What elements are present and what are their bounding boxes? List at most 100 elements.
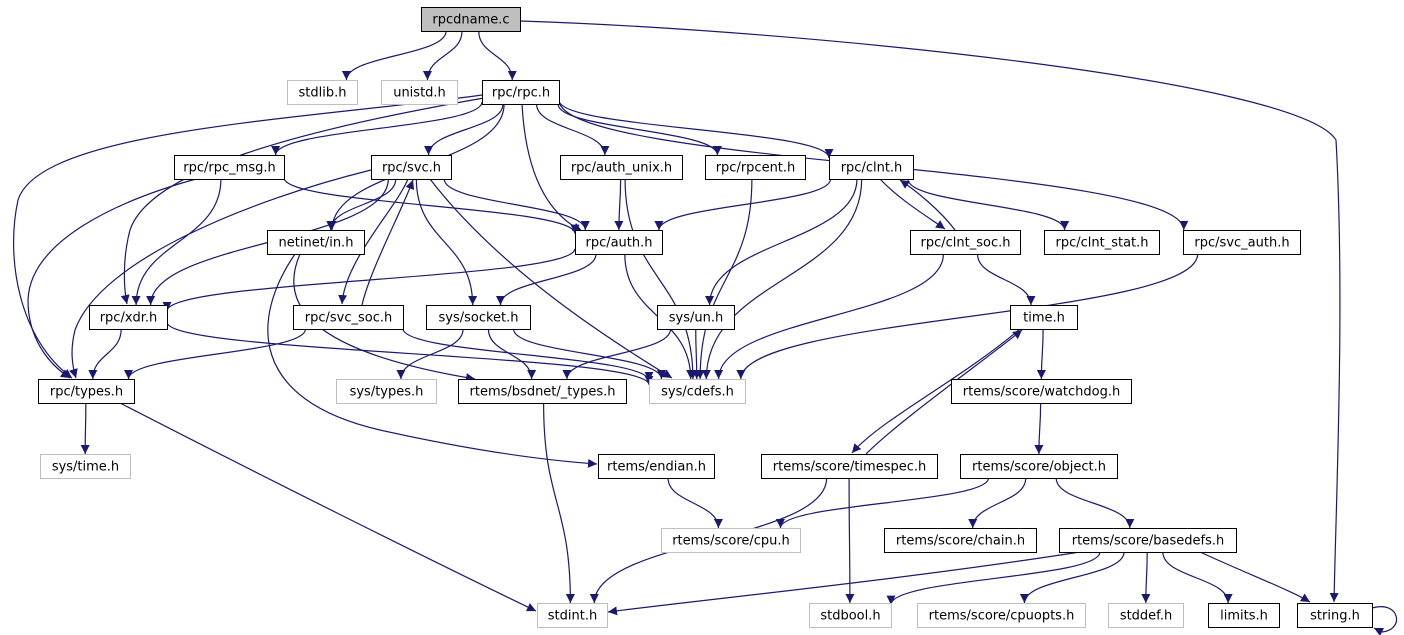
node-rpc-auth-h[interactable]: rpc/auth.h bbox=[575, 230, 663, 255]
edge bbox=[283, 177, 580, 234]
node-label: stdbool.h bbox=[820, 609, 880, 624]
node-label: rtems/bsdnet/_types.h bbox=[470, 385, 616, 400]
node-string-h[interactable]: string.h bbox=[1297, 603, 1373, 628]
node-sys-types-h: sys/types.h bbox=[336, 379, 437, 404]
edge bbox=[519, 20, 1341, 603]
edge-sys-socket-h-to-sys-types-h bbox=[396, 328, 464, 380]
node-rpc-auth-unix-h[interactable]: rpc/auth_unix.h bbox=[560, 155, 683, 180]
node-label: rtems/endian.h bbox=[607, 460, 706, 475]
edge bbox=[166, 321, 654, 385]
edge-rpc-clnt-soc-h-to-rpc-clnt-h bbox=[899, 179, 956, 231]
edge-rtems-endian-h-to-rtems-score-cpu-h bbox=[667, 477, 723, 529]
edge-rpc-clnt-h-to-sys-cdefs-h bbox=[701, 178, 863, 380]
node-rtems-endian-h[interactable]: rtems/endian.h bbox=[598, 454, 715, 479]
edge-rtems-score-basedefs-h-to-stddef-h bbox=[1141, 551, 1151, 604]
edge-sys-un-h-to-rtems-bsdnet-types-h bbox=[562, 328, 672, 380]
node-rpc-rpcent-h[interactable]: rpc/rpcent.h bbox=[705, 155, 806, 180]
edge bbox=[131, 178, 222, 306]
edge bbox=[271, 101, 483, 156]
node-box bbox=[1010, 305, 1078, 330]
node-rtems-score-cpuopts-h: rtems/score/cpuopts.h bbox=[917, 603, 1086, 628]
edge bbox=[1055, 477, 1135, 529]
node-box bbox=[960, 454, 1118, 479]
edge bbox=[1371, 606, 1398, 635]
edge-rtems-score-timespec-h-to-time-h bbox=[865, 329, 1023, 455]
node-box bbox=[1183, 230, 1301, 255]
edge bbox=[341, 30, 447, 81]
node-label: rpc/rpc.h bbox=[492, 86, 550, 101]
node-rpc-svc-auth-h[interactable]: rpc/svc_auth.h bbox=[1183, 230, 1301, 255]
edge bbox=[701, 178, 863, 380]
edge-rpc-xdr-h-to-rpc-types-h bbox=[88, 328, 122, 380]
node-label: rtems/score/cpu.h bbox=[672, 534, 790, 549]
node-rpc-svc-h[interactable]: rpc/svc.h bbox=[371, 155, 452, 180]
node-rtems-score-timespec-h[interactable]: rtems/score/timespec.h bbox=[761, 454, 938, 479]
edge bbox=[535, 103, 610, 156]
node-box bbox=[537, 603, 608, 628]
node-rpc-clnt-h[interactable]: rpc/clnt.h bbox=[829, 155, 914, 180]
node-rpc-clnt-stat-h[interactable]: rpc/clnt_stat.h bbox=[1044, 230, 1160, 255]
edge-rtems-score-object-h-to-rtems-score-cpu-h bbox=[776, 477, 990, 529]
node-rpc-types-h[interactable]: rpc/types.h bbox=[38, 379, 135, 404]
node-time-h[interactable]: time.h bbox=[1010, 305, 1078, 330]
node-stdbool-h: stdbool.h bbox=[809, 603, 892, 628]
edge-rpcdname-c-to-string-h bbox=[519, 20, 1341, 603]
node-label: rtems/score/chain.h bbox=[896, 534, 1025, 549]
node-box bbox=[1044, 230, 1160, 255]
node-sys-socket-h[interactable]: sys/socket.h bbox=[426, 305, 531, 330]
node-rpc-clnt-soc-h[interactable]: rpc/clnt_soc.h bbox=[910, 230, 1021, 255]
node-rtems-score-basedefs-h[interactable]: rtems/score/basedefs.h bbox=[1059, 528, 1237, 553]
edge bbox=[496, 253, 597, 306]
edge-rpc-rpcent-h-to-sys-cdefs-h bbox=[695, 178, 753, 380]
node-label: unistd.h bbox=[393, 86, 446, 101]
node-rtems-score-object-h[interactable]: rtems/score/object.h bbox=[960, 454, 1118, 479]
node-label: rpc/rpcent.h bbox=[716, 161, 796, 176]
node-rtems-score-chain-h[interactable]: rtems/score/chain.h bbox=[884, 528, 1037, 553]
node-label: rpc/rpc_msg.h bbox=[183, 161, 275, 176]
node-label: string.h bbox=[1310, 609, 1360, 624]
edge bbox=[512, 328, 666, 380]
edge-rpc-clnt-soc-h-to-sys-cdefs-h bbox=[714, 253, 945, 380]
node-box bbox=[174, 155, 285, 180]
edge-rtems-score-basedefs-h-to-stdbool-h bbox=[886, 551, 1101, 605]
node-box bbox=[560, 155, 683, 180]
edge-rpc-svc-h-to-netinet-in-h bbox=[326, 178, 397, 231]
edge bbox=[326, 178, 397, 231]
node-rpc-xdr-h[interactable]: rpc/xdr.h bbox=[89, 305, 168, 330]
node-rpc-svc-soc-h[interactable]: rpc/svc_soc.h bbox=[293, 305, 404, 330]
node-box bbox=[458, 379, 627, 404]
edge bbox=[543, 402, 575, 604]
node-rtems-score-watchdog-h[interactable]: rtems/score/watchdog.h bbox=[951, 379, 1132, 404]
node-rpc-rpc-msg-h[interactable]: rpc/rpc_msg.h bbox=[174, 155, 285, 180]
edge-rpc-clnt-h-to-rpc-clnt-soc-h bbox=[879, 178, 946, 230]
node-rtems-bsdnet-types-h[interactable]: rtems/bsdnet/_types.h bbox=[458, 379, 627, 404]
node-rpcdname-c[interactable]: rpcdname.c bbox=[421, 7, 521, 32]
edge bbox=[69, 169, 372, 379]
edge-rtems-score-timespec-h-to-stdbool-h bbox=[845, 477, 855, 604]
edge-rpc-rpc-h-to-rpc-auth-unix-h bbox=[535, 103, 610, 156]
node-limits-h[interactable]: limits.h bbox=[1208, 603, 1280, 628]
edge-rpc-svc-soc-h-to-rpc-svc-h bbox=[361, 179, 415, 306]
edge bbox=[879, 178, 946, 230]
node-label: sys/cdefs.h bbox=[661, 385, 734, 400]
edge bbox=[1162, 551, 1233, 604]
node-box bbox=[661, 528, 801, 553]
node-box bbox=[381, 80, 458, 105]
node-box bbox=[336, 379, 437, 404]
node-rpc-rpc-h[interactable]: rpc/rpc.h bbox=[482, 80, 560, 105]
edge-rpc-clnt-soc-h-to-time-h bbox=[976, 253, 1036, 306]
edge bbox=[654, 178, 832, 231]
node-netinet-in-h[interactable]: netinet/in.h bbox=[267, 230, 365, 255]
edge-rpc-rpc-msg-h-to-rpc-xdr-h bbox=[131, 178, 222, 306]
node-label: sys/types.h bbox=[350, 385, 424, 400]
node-box bbox=[829, 155, 914, 180]
edge-rpcdname-c-to-unistd-h bbox=[422, 30, 463, 81]
node-sys-un-h[interactable]: sys/un.h bbox=[657, 305, 735, 330]
node-box bbox=[761, 454, 938, 479]
node-box bbox=[657, 305, 735, 330]
edge bbox=[1019, 551, 1125, 604]
node-label: limits.h bbox=[1220, 609, 1268, 624]
edge bbox=[338, 178, 409, 305]
edge-rpc-clnt-h-to-rpc-clnt-stat-h bbox=[907, 178, 1070, 231]
